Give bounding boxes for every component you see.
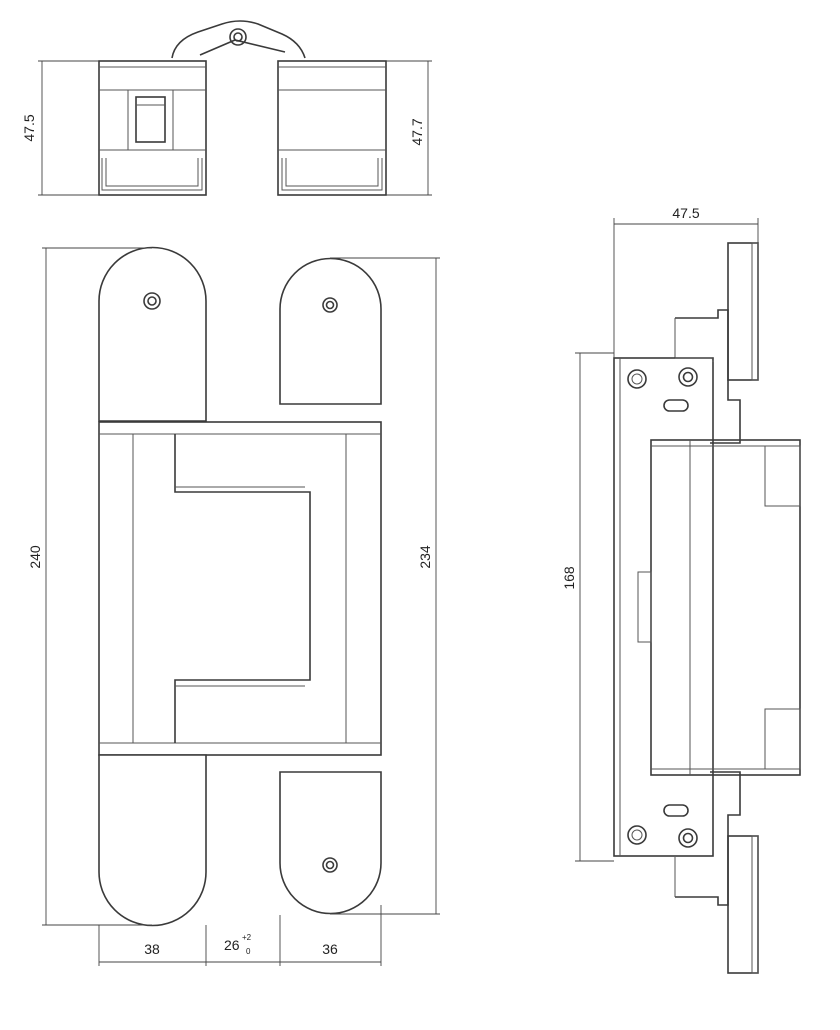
dim-top-right-height: 47.7 <box>409 118 425 145</box>
dim-width-right: 36 <box>322 941 338 957</box>
dim-gap-tol-upper: +2 <box>242 933 252 942</box>
top-view: 47.5 47.7 <box>21 20 432 196</box>
dim-top-left-height: 47.5 <box>21 114 37 141</box>
dim-front-leaf-height: 234 <box>417 545 433 569</box>
side-view: 47.5 168 <box>561 205 801 974</box>
dim-gap-tol-lower: 0 <box>246 947 251 956</box>
dim-width-left: 38 <box>144 941 160 957</box>
dim-side-height: 168 <box>561 566 577 590</box>
front-view: 240 234 38 26 +2 0 36 <box>27 246 440 966</box>
dim-side-depth: 47.5 <box>672 205 699 221</box>
dim-front-total-height: 240 <box>27 545 43 569</box>
dim-gap-value: 26 <box>224 937 240 953</box>
